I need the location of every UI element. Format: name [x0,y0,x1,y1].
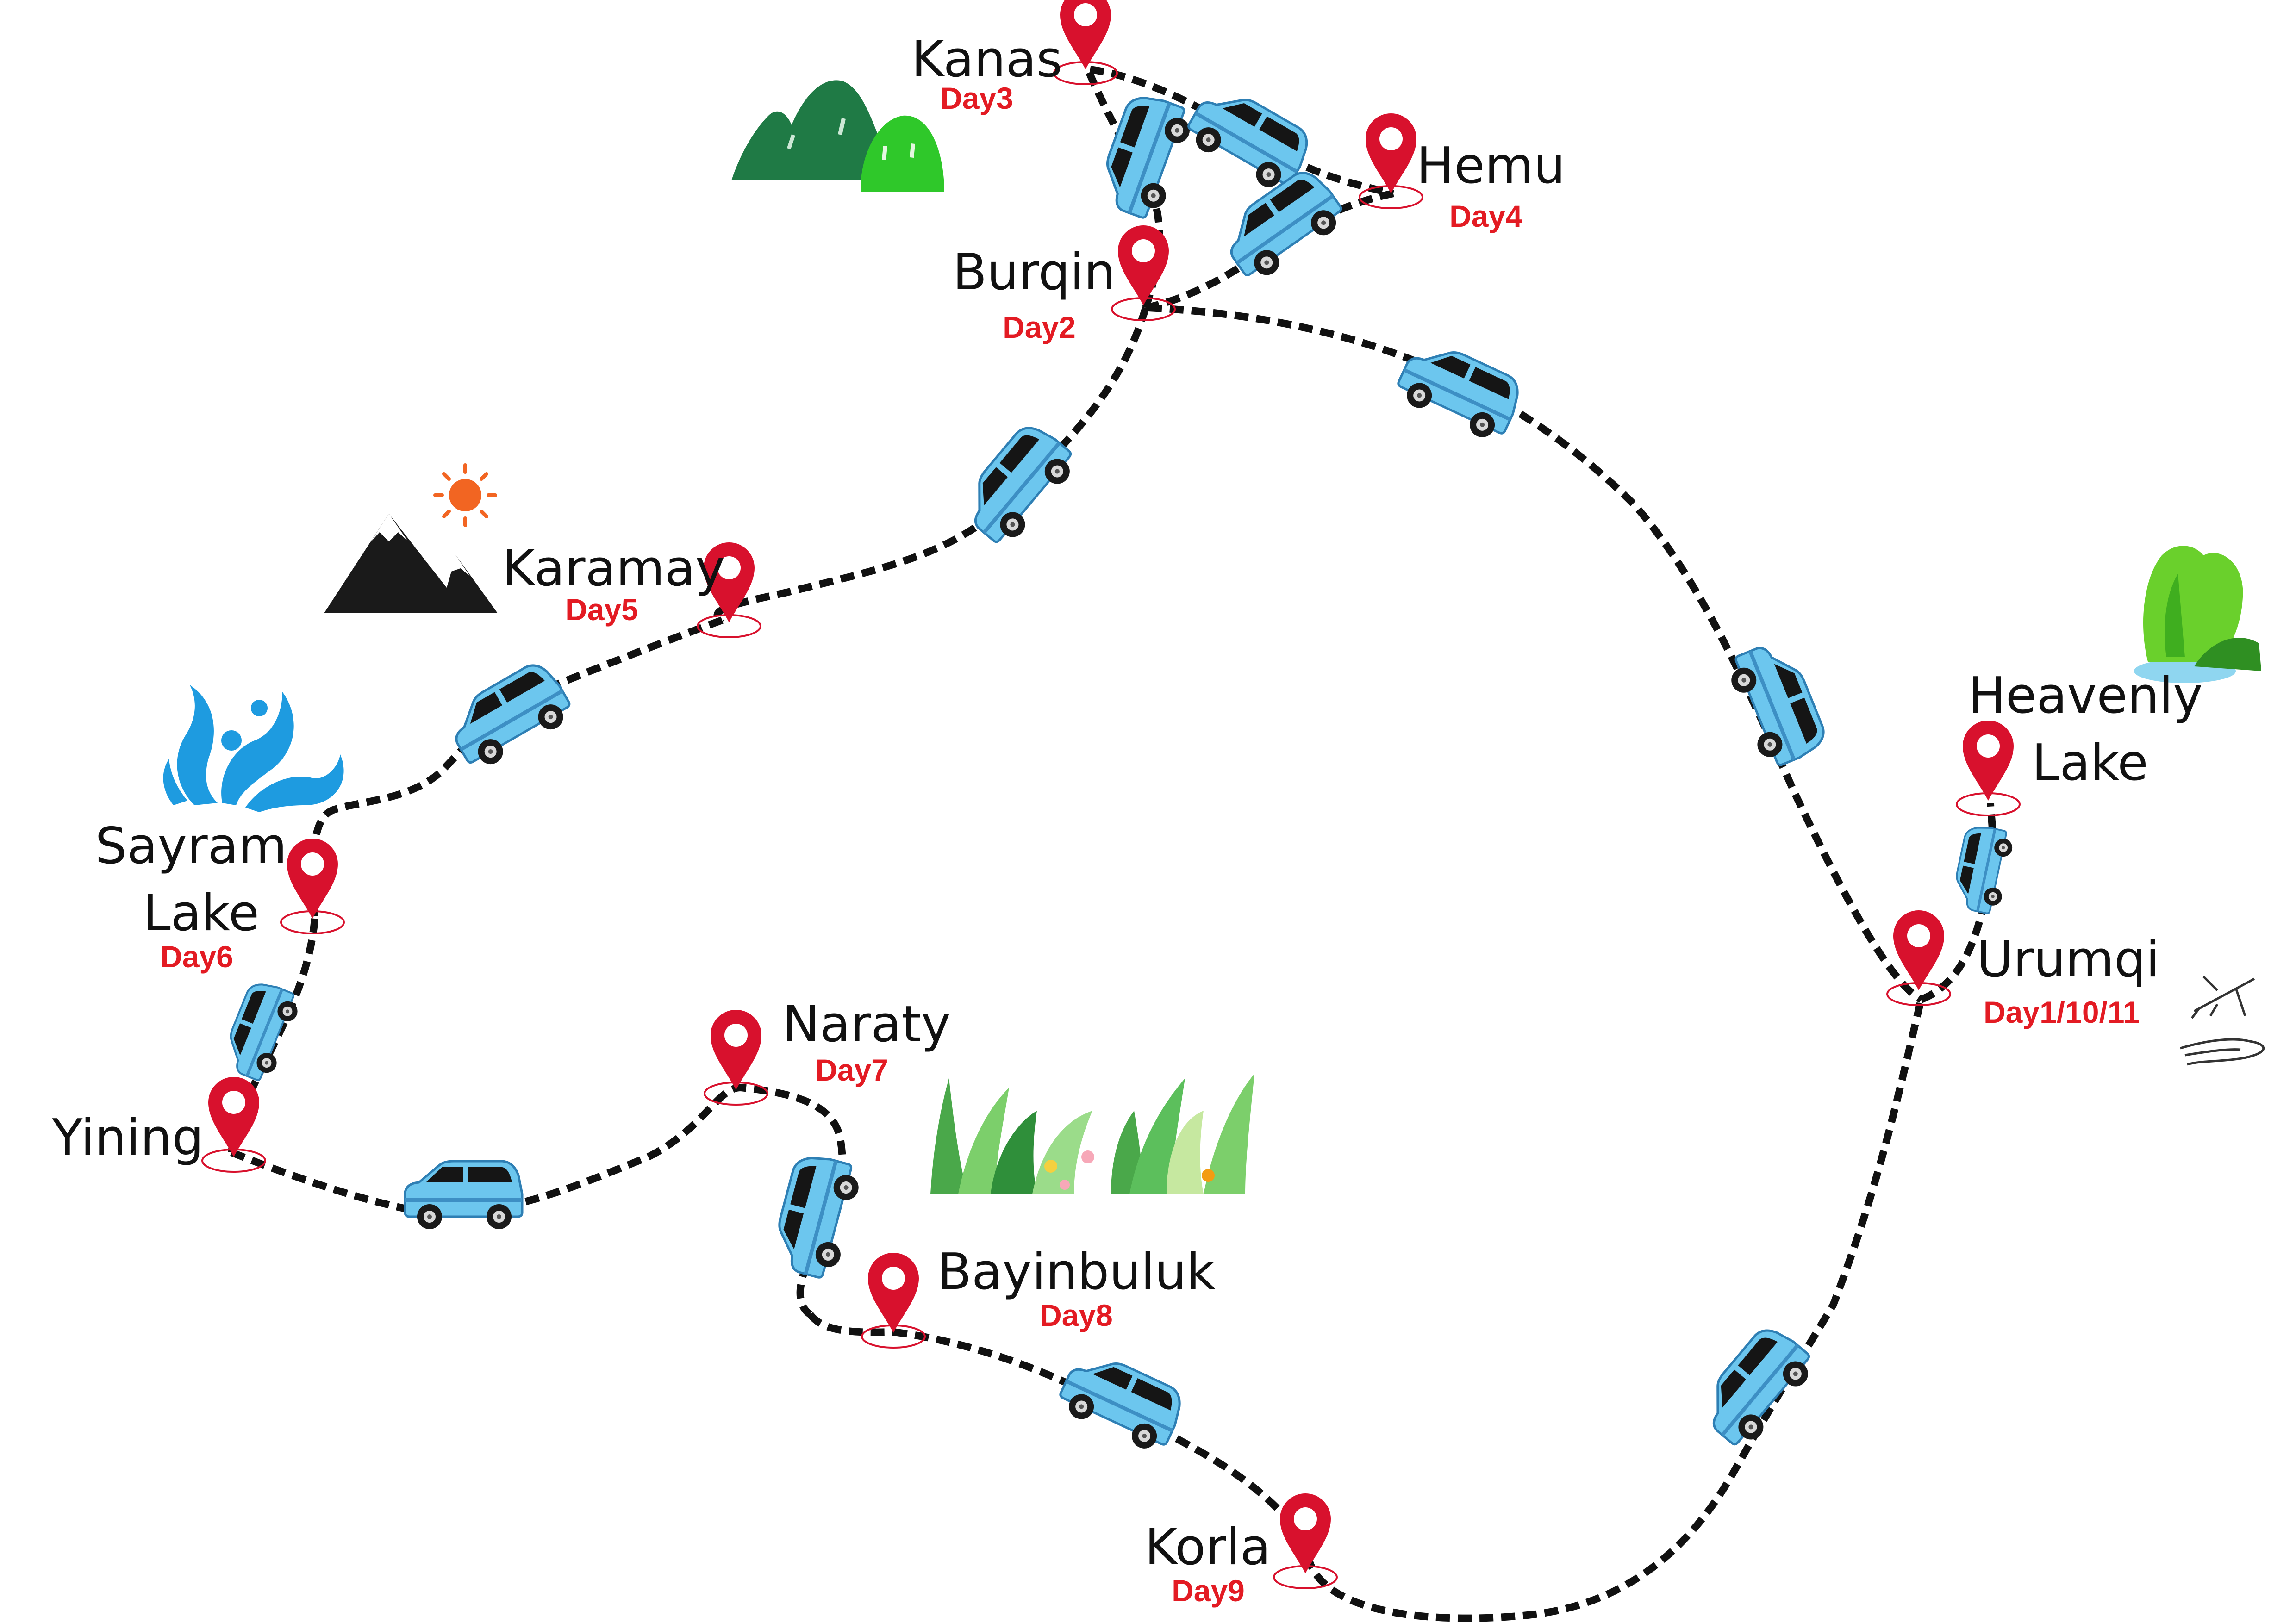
location-name: Heavenly [1968,667,2203,725]
car-icon [1723,637,1830,771]
location-pin-icon [1886,909,1951,1006]
location-name: Burqin [953,243,1116,301]
day-label: Day2 [1003,310,1076,344]
location-bayinbuluk[interactable]: Bayinbuluk Day8 [861,1243,1216,1349]
car-icon [768,1151,864,1281]
airplane-hand-icon [2180,976,2265,1066]
location-pin-icon [1273,1492,1338,1589]
location-pin-icon [1956,719,2021,816]
location-name: Lake [2032,734,2148,792]
location-name: Naraty [782,995,951,1053]
location-yining[interactable]: Yining [51,1076,266,1173]
green-hills-icon [731,80,944,192]
day-label: Day8 [1040,1298,1113,1332]
location-pin-icon [201,1076,266,1173]
car-icon [1949,822,2016,917]
location-sayram-lake[interactable]: Sayram Lake Day6 [95,817,345,974]
route-korla-urumqi [1304,999,1925,1622]
location-naraty[interactable]: Naraty Day7 [704,995,951,1106]
car-icon [218,977,304,1085]
sun-mountain-icon [324,463,498,613]
location-name: Korla [1145,1518,1271,1576]
route-yining-naraty [230,1084,846,1318]
location-name: Hemu [1416,137,1565,195]
location-name: Karamay [502,540,725,597]
car-icon [1392,335,1527,446]
location-name: Urumqi [1977,931,2160,989]
location-name: Kanas [911,31,1062,88]
car-icon [405,1161,522,1229]
route-naraty-bayinbuluk [807,1312,894,1336]
location-burqin[interactable]: Burqin Day2 [953,224,1176,344]
route-kanas-hemu [1089,66,1394,197]
day-label: Day7 [815,1053,888,1087]
location-name: Lake [143,884,260,942]
route-karamay-sayram [309,616,724,917]
route-burqin-urumqi [1148,304,1923,1003]
day-label: Day6 [160,939,233,974]
location-name: Bayinbuluk [937,1243,1216,1301]
location-karamay[interactable]: Karamay Day5 [502,540,761,638]
location-urumqi[interactable]: Urumqi Day1/10/11 [1886,909,2160,1029]
location-heavenly-lake[interactable]: Heavenly Lake [1956,667,2203,816]
day-label: Day3 [940,81,1013,115]
day-label: Day5 [565,592,638,627]
location-pin-icon [1053,0,1118,85]
waterfall-icon [2134,546,2261,683]
day-label: Day4 [1449,199,1522,233]
day-label: Day1/10/11 [1984,995,2140,1029]
location-hemu[interactable]: Hemu Day4 [1359,112,1565,233]
location-kanas[interactable]: Kanas Day3 [911,0,1118,115]
car-icon [442,657,577,775]
location-name: Sayram [95,817,287,875]
car-icon [1093,90,1197,223]
route-burqin-karamay [713,306,1149,626]
location-name: Yining [51,1109,204,1167]
car-icon [1692,1320,1820,1454]
day-label: Day9 [1172,1573,1245,1608]
location-korla[interactable]: Korla Day9 [1145,1492,1338,1608]
car-icon [1054,1346,1189,1457]
grass-flowers-icon [930,1074,1254,1194]
water-splash-icon [163,685,344,812]
